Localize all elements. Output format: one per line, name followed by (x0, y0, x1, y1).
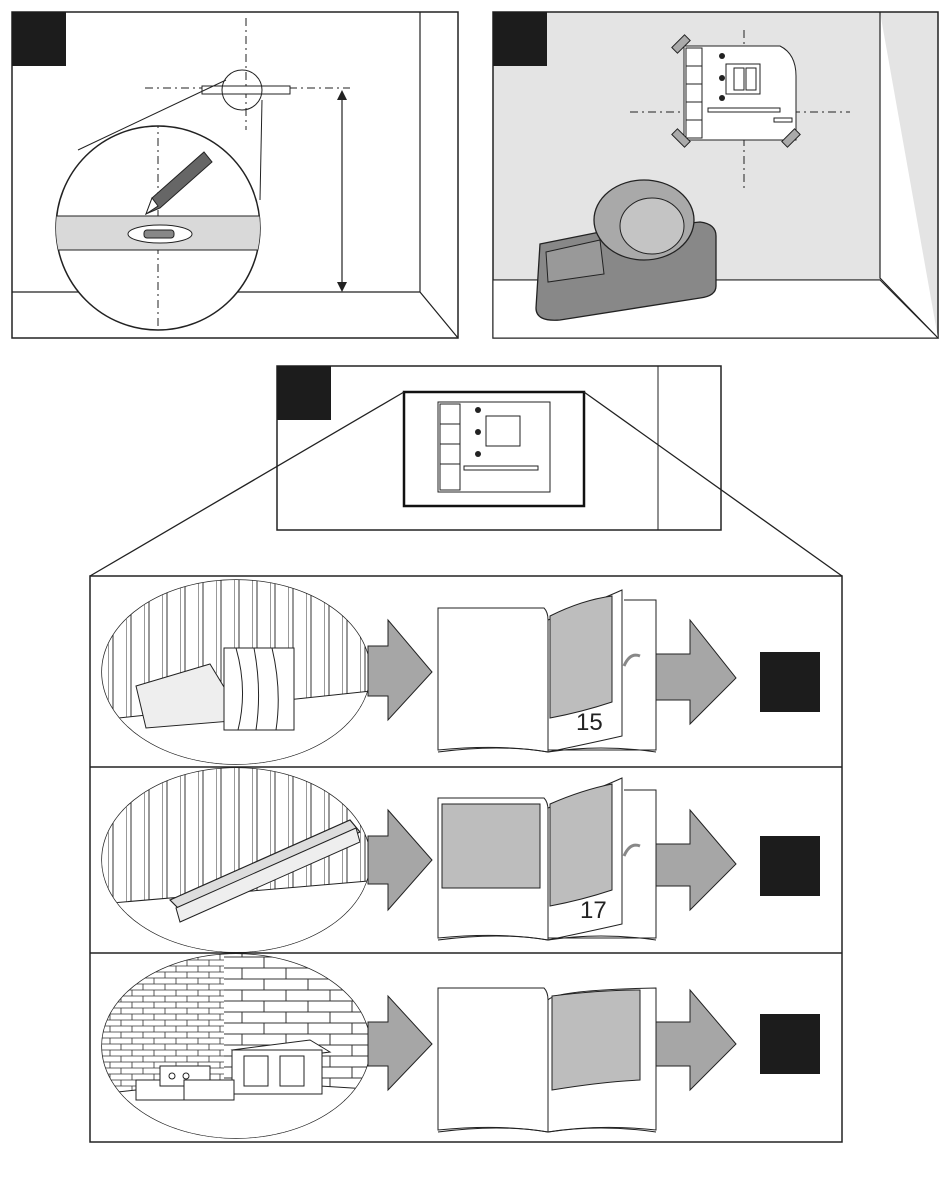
panel-step-3 (90, 366, 842, 576)
step-badge (12, 12, 66, 66)
page-number: 17 (580, 897, 607, 924)
page-number: 15 (576, 709, 603, 736)
step-badge (760, 652, 820, 712)
template-sheet (438, 402, 550, 492)
step-badge (493, 12, 547, 66)
panel-step-2 (493, 12, 938, 338)
panel-step-1 (12, 12, 458, 338)
template-sheet (684, 46, 796, 140)
manual-book-page (438, 988, 656, 1132)
step-badge (277, 366, 331, 420)
step-badge (760, 1014, 820, 1074)
wood-grain-sample (224, 648, 294, 730)
step-badge (760, 836, 820, 896)
level-small (202, 86, 290, 94)
cinder-block-icon (232, 1040, 330, 1094)
